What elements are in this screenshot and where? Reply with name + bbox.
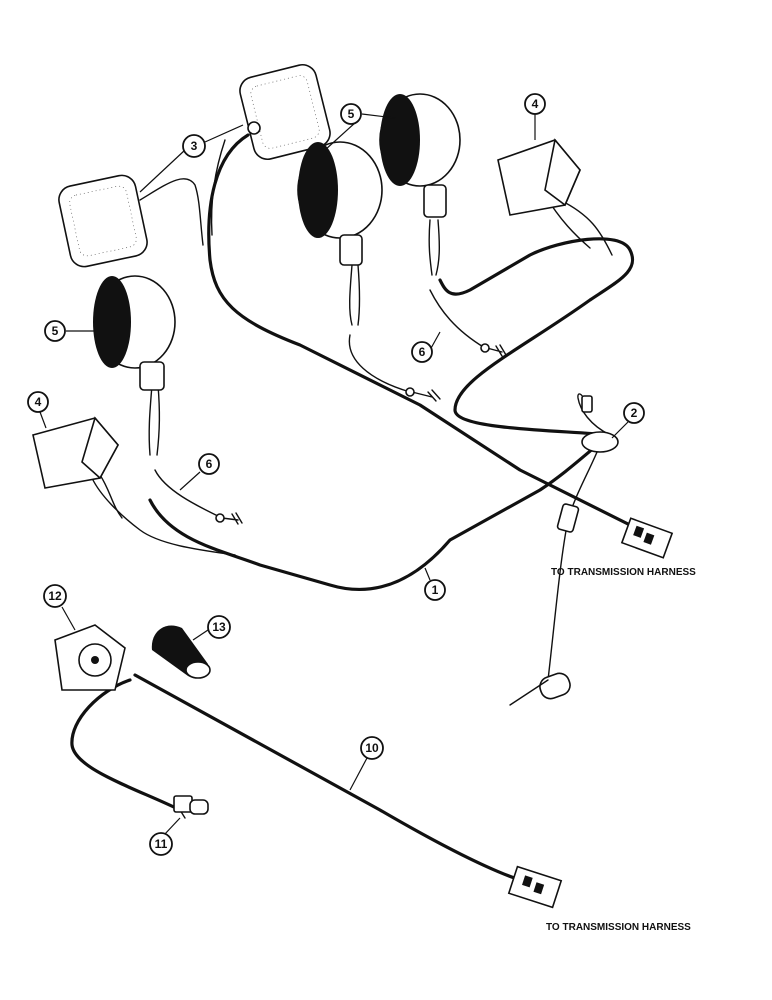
callout-label: 11 [155, 837, 168, 851]
lower-harness [70, 673, 522, 882]
callout-11: 11 [149, 817, 181, 856]
tail-lamp-right [497, 138, 581, 216]
main-harness-wires [91, 133, 642, 691]
callout-5-lower: 5 [44, 320, 96, 342]
callout-label: 10 [365, 741, 379, 755]
callout-6-upper: 6 [411, 331, 441, 363]
callout-label: 1 [432, 583, 439, 597]
ground-symbols [215, 343, 507, 525]
callout-13: 13 [192, 615, 231, 641]
callout-label: 5 [348, 107, 355, 121]
callout-label: 4 [532, 97, 539, 111]
callout-label: 3 [191, 139, 198, 153]
lower-harness-note: TO TRANSMISSION HARNESS [546, 922, 691, 933]
upper-transmission-connector [620, 517, 674, 559]
upper-harness-note: TO TRANSMISSION HARNESS [551, 567, 696, 578]
tail-lamp-left [32, 416, 119, 489]
callout-5-upper: 5 [324, 103, 396, 151]
callout-4-lower: 4 [27, 391, 49, 429]
callout-3: 3 [139, 124, 244, 193]
callout-label: 4 [35, 395, 42, 409]
callout-label: 2 [631, 406, 638, 420]
socket-cap [151, 625, 211, 679]
callout-label: 6 [206, 457, 213, 471]
fuel-sender [509, 395, 619, 706]
callout-6-lower: 6 [179, 453, 220, 491]
flood-lamp-right [239, 63, 331, 161]
callout-4-upper: 4 [524, 93, 546, 140]
lower-transmission-connector [507, 865, 563, 909]
work-lamp-upper-left [297, 141, 383, 266]
flood-lamp-left [58, 174, 148, 268]
pressure-switch [173, 795, 209, 815]
trailer-socket [54, 624, 126, 691]
callout-12: 12 [43, 584, 76, 631]
callout-10: 10 [349, 736, 384, 791]
callout-1: 1 [424, 567, 446, 601]
work-lamp-upper-right [379, 93, 461, 218]
callout-label: 5 [52, 324, 59, 338]
callout-2: 2 [611, 402, 645, 439]
callout-label: 6 [419, 345, 426, 359]
work-lamp-lower-left [93, 275, 176, 391]
callout-label: 13 [212, 620, 226, 634]
callout-label: 12 [48, 589, 62, 603]
